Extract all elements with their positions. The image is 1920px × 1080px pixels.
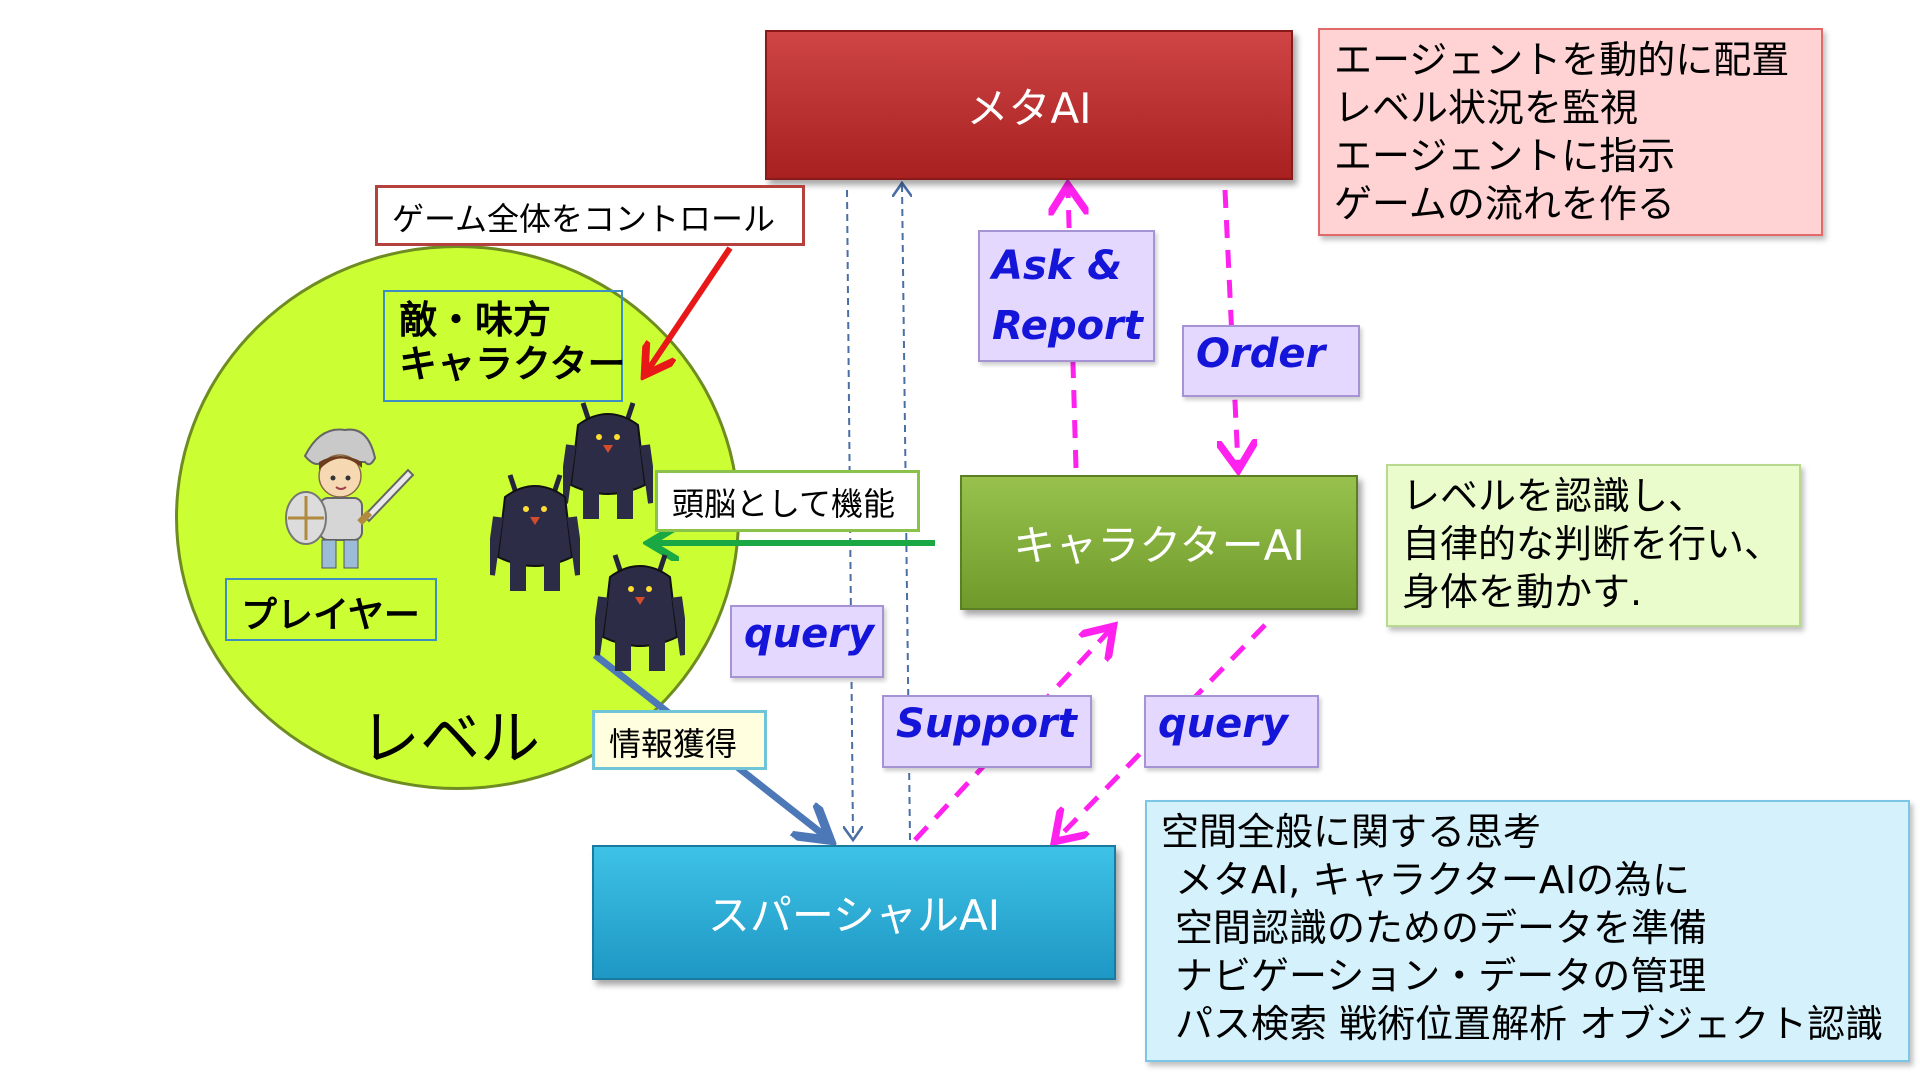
enemy-ally-label: 敵・味方 キャラクター [383, 290, 626, 402]
order-label: Order [1182, 325, 1360, 397]
player-character-image [285, 428, 415, 569]
monster-character-image [490, 474, 580, 591]
enemy-ally-label-line1: 敵・味方 [399, 298, 552, 342]
spatial-note-line: 空間全般に関する思考 [1161, 810, 1542, 854]
meta-note-line: エージェントを動的に配置 [1334, 38, 1790, 82]
brain-function-label: 頭脳として機能 [655, 470, 920, 532]
spatial-note-line: メタAI, キャラクターAIの為に [1175, 858, 1691, 902]
monster-character-image [595, 554, 685, 671]
support-label: Support [882, 695, 1092, 768]
character-note-line: 身体を動かす. [1402, 570, 1643, 614]
query-arrow [1058, 623, 1267, 838]
query-label-left: query [730, 605, 884, 678]
info-acquisition-label: 情報獲得 [592, 710, 767, 770]
ask-report-label: Ask & Report [978, 230, 1155, 362]
query-label-right: query [1144, 695, 1319, 768]
character-ai-node: キャラクターAI [960, 475, 1358, 610]
support-arrow [913, 630, 1110, 842]
spatial-note-line: ナビゲーション・データの管理 [1175, 954, 1707, 998]
meta-ai-description: エージェントを動的に配置 レベル状況を監視 エージェントに指示 ゲームの流れを作… [1318, 28, 1823, 236]
control-arrow [648, 246, 733, 370]
ask-report-arrow [1068, 190, 1076, 469]
character-ai-description: レベルを認識し、 自律的な判断を行い、 身体を動かす. [1386, 464, 1801, 627]
meta-note-line: エージェントに指示 [1334, 134, 1676, 178]
meta-ai-node: メタAI [765, 30, 1293, 180]
level-label: レベル [360, 704, 540, 774]
game-control-label: ゲーム全体をコントロール [375, 185, 805, 246]
meta-note-line: レベル状況を監視 [1334, 86, 1639, 130]
ask-report-line2: Report [992, 303, 1143, 349]
enemy-ally-label-line2: キャラクター [399, 342, 626, 386]
spatial-note-line: 空間認識のためのデータを準備 [1175, 906, 1708, 950]
spatial-ai-description: 空間全般に関する思考 メタAI, キャラクターAIの為に 空間認識のためのデータ… [1145, 800, 1910, 1062]
ask-report-line1: Ask & [992, 243, 1123, 289]
monster-character-image [563, 402, 653, 519]
spatial-note-line: パス検索 戦術位置解析 オブジェクト認識 [1175, 1002, 1884, 1046]
character-note-line: 自律的な判断を行い、 [1402, 522, 1783, 566]
meta-note-line: ゲームの流れを作る [1334, 182, 1675, 226]
spatial-ai-node: スパーシャルAI [592, 845, 1116, 980]
character-note-line: レベルを認識し、 [1402, 474, 1707, 518]
player-label: プレイヤー [225, 578, 437, 641]
